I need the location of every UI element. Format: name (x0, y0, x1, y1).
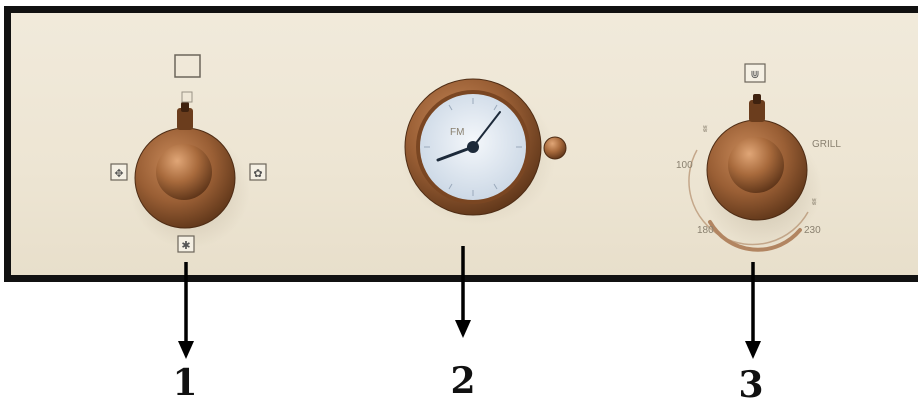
svg-text:✥: ✥ (114, 168, 123, 180)
svg-text:✿: ✿ (253, 168, 262, 180)
clock-adjust-knob (544, 137, 566, 159)
label-temp-100: 100 (676, 160, 693, 171)
arrow-1-icon (178, 262, 194, 359)
small-flame-icon: ʬ (703, 124, 708, 134)
thermostat-knob[interactable] (702, 94, 822, 246)
fan-heat-icon: ✥ (111, 164, 127, 180)
analog-clock: FM (400, 79, 566, 225)
callout-number-3: 3 (721, 364, 781, 406)
arrow-2-icon (455, 246, 471, 338)
off-marker-icon (182, 92, 192, 102)
label-temp-230: 230 (804, 225, 821, 236)
grill-flame-icon: ⋓ (745, 64, 765, 82)
defrost-icon: ✱ (178, 236, 194, 252)
label-temp-180: 180 (697, 225, 714, 236)
svg-text:⋓: ⋓ (750, 69, 759, 81)
clock-face-letters: FM (450, 127, 464, 138)
callout-number-1: 1 (155, 362, 215, 404)
fan-icon: ✿ (250, 164, 266, 180)
label-grill: GRILL (812, 139, 841, 150)
callout-number-2: 2 (433, 360, 493, 402)
large-flame-icon: ʬ (812, 197, 817, 207)
arrow-3-icon (745, 262, 761, 359)
function-knob[interactable] (130, 102, 250, 248)
off-square-icon (175, 55, 200, 77)
svg-text:✱: ✱ (181, 240, 190, 252)
